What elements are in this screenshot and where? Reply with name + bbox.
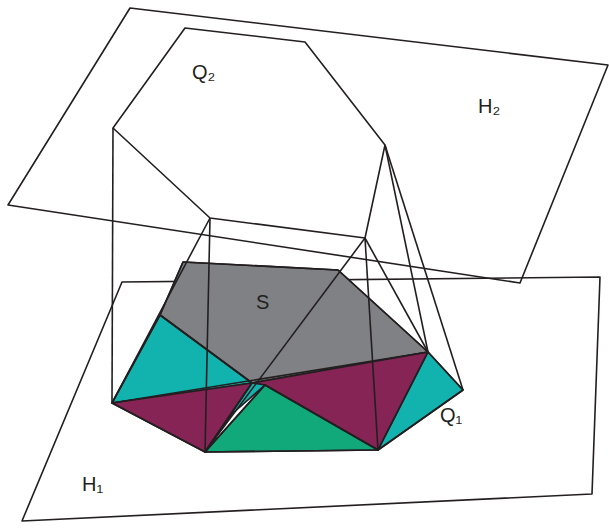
projection-line <box>112 128 113 403</box>
edge-line <box>205 385 265 452</box>
plane-h2 <box>8 8 608 283</box>
teal-triangle <box>378 352 463 450</box>
edge-line <box>112 352 428 403</box>
projection-line <box>365 238 378 450</box>
edge-line <box>265 385 378 450</box>
projection-line <box>112 218 210 403</box>
label-text: Q₂ <box>192 62 215 82</box>
projection-line <box>365 238 428 352</box>
projection-line <box>385 145 428 352</box>
projection-line <box>205 218 210 452</box>
edge-line <box>378 352 428 450</box>
projection-line <box>385 145 463 390</box>
projection-line <box>205 238 365 452</box>
label-text: S <box>256 292 269 312</box>
label-text: H₂ <box>478 96 500 116</box>
label-text: H₁ <box>82 474 103 494</box>
polygon-q2 <box>113 28 385 238</box>
polygon-q1 <box>112 262 463 452</box>
label-text: Q₁ <box>440 405 462 425</box>
